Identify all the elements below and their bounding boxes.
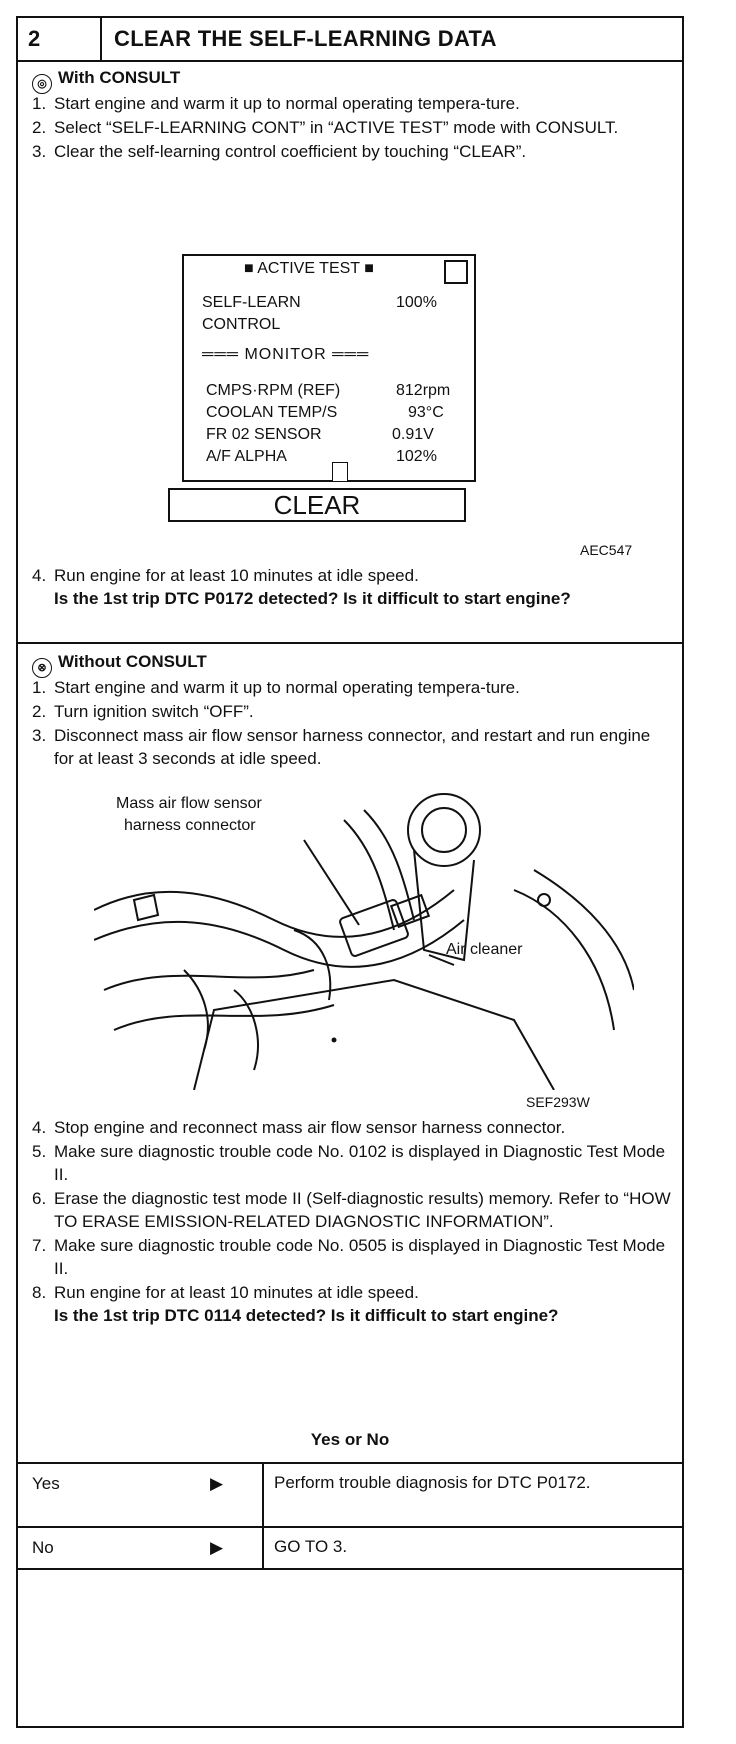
without-consult-question: Is the 1st trip DTC 0114 detected? Is it… — [54, 1306, 559, 1325]
with-consult-steps-1-3: 1.Start engine and warm it up to normal … — [32, 92, 672, 164]
self-learn-label: SELF-LEARN — [202, 294, 301, 311]
step-number: 2 — [28, 26, 41, 51]
list-item: 3.Clear the self-learning control coeffi… — [32, 142, 527, 161]
monitor-item-label: COOLAN TEMP/S — [206, 404, 338, 421]
list-item: 1.Start engine and warm it up to normal … — [32, 94, 520, 113]
result-row-no: No ▶ GO TO 3. — [18, 1526, 682, 1570]
monitor-item-value: 812rpm — [396, 382, 451, 399]
engine-bay-diagram: Mass air flow sensor harness connector A… — [94, 793, 634, 1090]
list-item: 8.Run engine for at least 10 minutes at … — [32, 1283, 559, 1325]
with-consult-question: Is the 1st trip DTC P0172 detected? Is i… — [54, 589, 571, 608]
monitor-item-value: 102% — [396, 448, 437, 465]
clear-button[interactable]: CLEAR — [168, 488, 466, 522]
list-item: 3.Disconnect mass air flow sensor harnes… — [32, 726, 651, 768]
list-item: 5.Make sure diagnostic trouble code No. … — [32, 1142, 666, 1184]
without-consult-title: ⊗ Without CONSULT — [32, 652, 207, 678]
monitor-item-label: A/F ALPHA — [206, 448, 287, 465]
consult-screen-figure: ■ ACTIVE TEST ■ SELF-LEARN CONTROL 100% … — [182, 254, 476, 482]
answer-yes: Yes — [32, 1474, 60, 1493]
list-item: 7.Make sure diagnostic trouble code No. … — [32, 1236, 666, 1278]
list-item: 4.Stop engine and reconnect mass air flo… — [32, 1118, 566, 1137]
list-item: 4.Run engine for at least 10 minutes at … — [32, 566, 571, 608]
monitor-row: ═══ MONITOR ═══ — [202, 346, 370, 363]
monitor-item-value: 0.91V — [392, 426, 434, 443]
list-item: 2.Select “SELF-LEARNING CONT” in “ACTIVE… — [32, 118, 619, 137]
list-item: 6.Erase the diagnostic test mode II (Sel… — [32, 1189, 671, 1231]
screen-title-row: ■ ACTIVE TEST ■ — [244, 260, 374, 277]
action-yes: Perform trouble diagnosis for DTC P0172. — [274, 1473, 591, 1492]
step-header: 2 CLEAR THE SELF-LEARNING DATA — [18, 18, 682, 62]
maf-label-1: Mass air flow sensor — [116, 795, 262, 812]
figure-code: SEF293W — [526, 1094, 590, 1110]
with-consult-label: With CONSULT — [58, 68, 181, 87]
without-consult-label: Without CONSULT — [58, 652, 207, 671]
result-row-yes: Yes ▶ Perform trouble diagnosis for DTC … — [18, 1462, 682, 1526]
procedure-frame: 2 CLEAR THE SELF-LEARNING DATA ◎ With CON… — [16, 16, 684, 1728]
figure-code: AEC547 — [580, 542, 633, 558]
air-cleaner-label: Air cleaner — [446, 941, 523, 958]
consult-icon: ◎ — [32, 74, 52, 94]
header-divider — [100, 18, 102, 60]
step-title: CLEAR THE SELF-LEARNING DATA — [114, 26, 497, 51]
arrow-right-icon: ▶ — [210, 1538, 224, 1557]
monitor-label: MONITOR — [244, 346, 327, 363]
no-consult-icon: ⊗ — [32, 658, 52, 678]
yes-or-no-heading: Yes or No — [310, 1430, 390, 1449]
without-consult-steps-4-8: 4.Stop engine and reconnect mass air flo… — [32, 1116, 672, 1328]
monitor-item-label: CMPS·RPM (REF) — [206, 382, 341, 399]
with-consult-title: ◎ With CONSULT — [32, 68, 180, 94]
answer-no: No — [32, 1538, 54, 1557]
maf-label-2: harness connector — [124, 817, 256, 834]
monitor-item-value: 93°C — [408, 404, 444, 421]
screen-title: ACTIVE TEST — [257, 260, 360, 277]
action-no[interactable]: GO TO 3. — [274, 1537, 348, 1556]
control-label: CONTROL — [202, 316, 281, 333]
arrow-right-icon: ▶ — [210, 1474, 224, 1493]
section-divider — [18, 642, 682, 644]
without-consult-steps-1-3: 1.Start engine and warm it up to normal … — [32, 676, 672, 771]
with-consult-step-4: 4.Run engine for at least 10 minutes at … — [32, 564, 672, 611]
list-item: 1.Start engine and warm it up to normal … — [32, 678, 520, 697]
finger-pointer-icon — [332, 462, 348, 482]
screen-box-icon — [444, 260, 468, 284]
self-learn-value: 100% — [396, 294, 437, 311]
monitor-item-label: FR 02 SENSOR — [206, 426, 322, 443]
list-item: 2.Turn ignition switch “OFF”. — [32, 702, 254, 721]
